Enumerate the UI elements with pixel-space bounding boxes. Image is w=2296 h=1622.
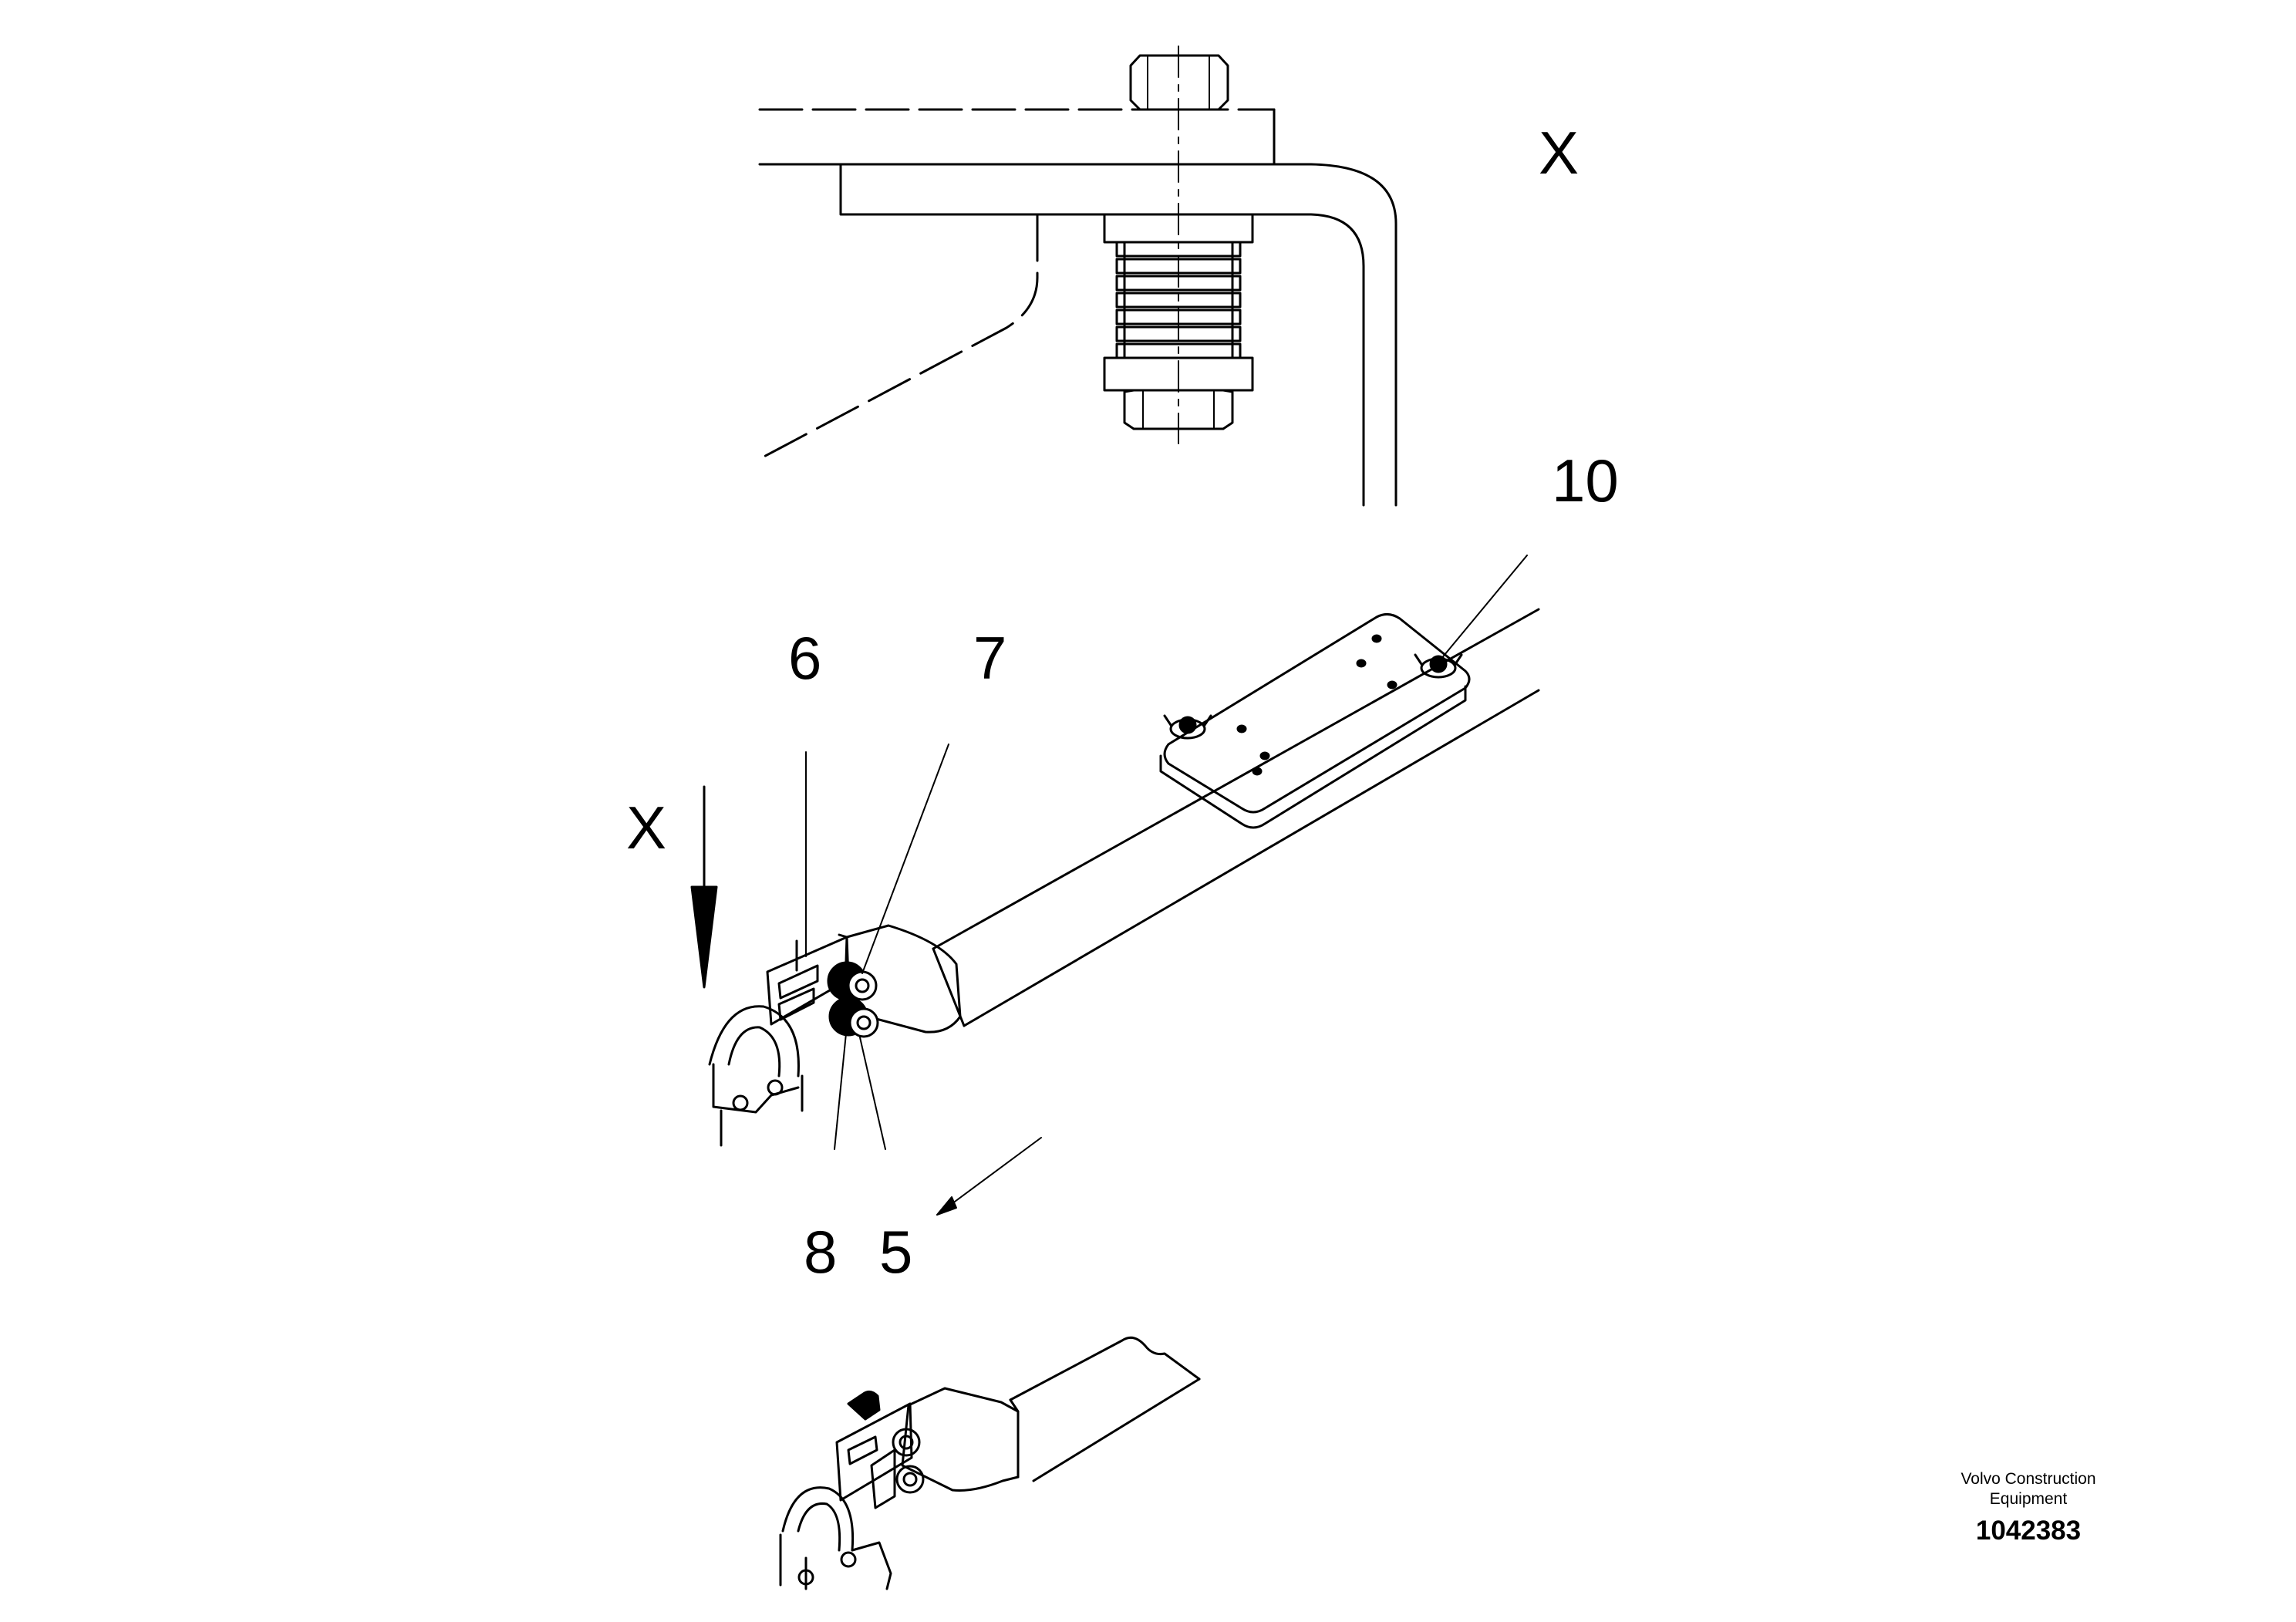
- detail-view-x: [758, 46, 1397, 507]
- callout-5: 5: [879, 1218, 912, 1286]
- mounting-plate: [1159, 613, 1471, 829]
- brand-name-line2: Equipment: [1989, 1490, 2068, 1508]
- leader-lines: [805, 555, 1528, 1216]
- callout-7: 7: [973, 624, 1006, 692]
- lower-assembly-view: [779, 1336, 1201, 1590]
- title-block: Volvo Construction Equipment 1042383: [1905, 1469, 2152, 1546]
- brand-name-line1: Volvo Construction: [1961, 1470, 2096, 1488]
- wing-nut-left: [1163, 714, 1212, 740]
- callout-6: 6: [788, 624, 821, 692]
- lower-nut-bottom: [895, 1465, 925, 1494]
- upper-bolt: [827, 961, 878, 1001]
- document-number: 1042383: [1975, 1516, 2082, 1546]
- callout-8: 8: [804, 1218, 837, 1286]
- view-arrow-x: [690, 785, 718, 989]
- view-x-title: X: [1539, 119, 1579, 187]
- wing-nut-right: [1414, 653, 1463, 679]
- lower-bolt: [828, 996, 879, 1038]
- view-arrow-x-label: X: [626, 794, 666, 862]
- lower-nut-top: [892, 1428, 921, 1457]
- callout-10: 10: [1552, 447, 1619, 514]
- boom-assembly: [708, 608, 1540, 1147]
